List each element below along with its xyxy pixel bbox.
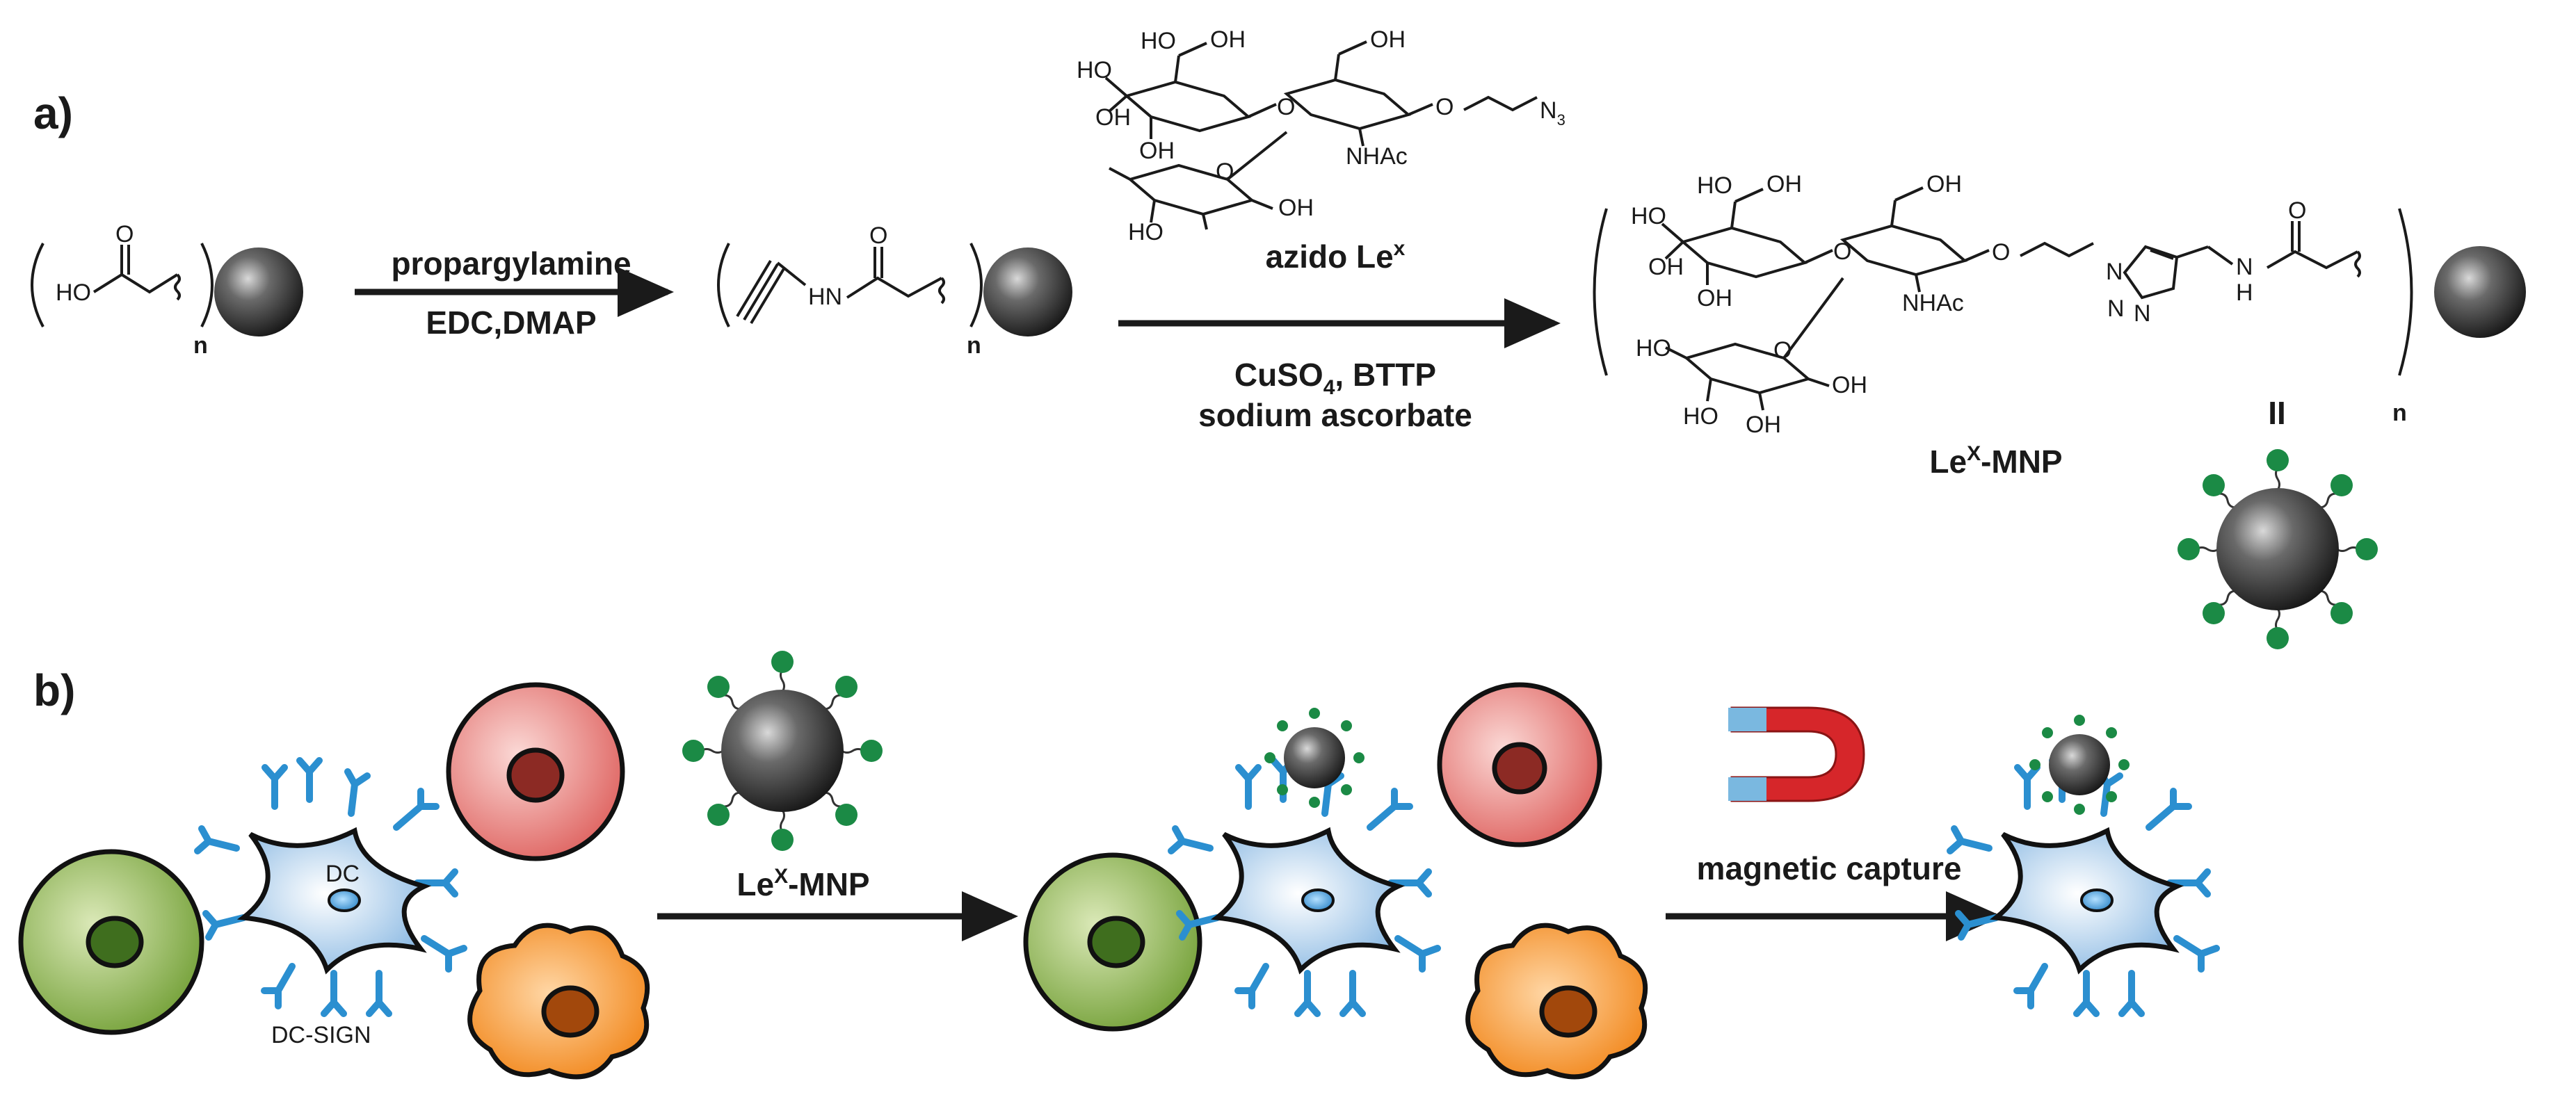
- catalyst-cuso4-bttp: CuSO4, BTTP: [1234, 357, 1436, 399]
- amide-nh-label: HN: [808, 284, 842, 310]
- lex-oh-7: HO: [1128, 219, 1164, 245]
- repeat-n-2: n: [967, 332, 981, 359]
- glyco-nanoparticle-icon: [2029, 715, 2130, 815]
- prod-glyco-o-2: O: [1992, 239, 2010, 266]
- prod-oh-5: OH: [1648, 254, 1684, 280]
- prod-amide-h: H: [2236, 279, 2253, 306]
- lex-glyco-o-1: O: [1277, 94, 1295, 120]
- dc-sign-label: DC-SIGN: [271, 1022, 371, 1048]
- alkyne-carbonyl-o-label: O: [869, 222, 887, 249]
- green-cell-icon: [1023, 852, 1202, 1032]
- equals-sign: II: [2268, 395, 2286, 431]
- lex-oh-6: OH: [1139, 138, 1175, 164]
- lex-oh-8: OH: [1278, 195, 1314, 221]
- magnetic-capture-label: magnetic capture: [1697, 850, 1962, 886]
- prod-nhac: NHAc: [1902, 290, 1964, 316]
- azido-lex-structure: [1104, 40, 1538, 230]
- prod-oh-6: OH: [1697, 285, 1732, 311]
- triazole-n-2: N: [2107, 295, 2125, 322]
- product-structure: [1593, 186, 2413, 411]
- product-name-lex-mnp: LeX-MNP: [1929, 442, 2062, 480]
- orange-cell-icon: [467, 923, 650, 1080]
- panel-label-a: a): [33, 88, 73, 138]
- prod-glyco-o-1: O: [1833, 238, 1851, 265]
- prod-oh-4: HO: [1631, 203, 1666, 229]
- lex-oh-2: OH: [1210, 26, 1246, 53]
- hydroxyl-label: HO: [56, 279, 91, 306]
- prod-oh-3: OH: [1926, 171, 1962, 197]
- prod-amide-o: O: [2288, 197, 2306, 224]
- lex-azide: N3: [1540, 97, 1565, 129]
- reagent-azido-lex: azido Lex: [1266, 237, 1406, 275]
- alkyne-intermediate: [717, 243, 983, 327]
- orange-cell-icon: [1465, 923, 1648, 1080]
- prod-oh-9: HO: [1683, 403, 1718, 430]
- dendritic-cell-icon: [1168, 757, 1441, 1017]
- lex-mnp-step-label: LeX-MNP: [736, 865, 869, 902]
- lex-glyco-o-2: O: [1435, 94, 1454, 120]
- nanoparticle-icon: [214, 247, 303, 336]
- glyco-nanoparticle-icon: [682, 651, 883, 851]
- prod-oh-8: HO: [1636, 335, 1671, 362]
- prod-amide-n: N: [2236, 254, 2253, 280]
- prod-oh-2: OH: [1766, 171, 1802, 197]
- lex-oh-4: HO: [1077, 57, 1112, 83]
- dendritic-cell-icon: [194, 757, 467, 1017]
- nanoparticle-icon: [983, 247, 1072, 336]
- starting-material: [31, 243, 214, 327]
- carbonyl-o-label: O: [115, 221, 134, 247]
- red-cell-icon: [446, 682, 625, 861]
- lex-oh-5: OH: [1095, 104, 1131, 131]
- dc-label: DC: [325, 861, 360, 887]
- glyco-nanoparticle-icon: [1264, 708, 1365, 808]
- lex-nhac: NHAc: [1346, 143, 1408, 170]
- red-cell-icon: [1437, 682, 1602, 847]
- nanoparticle-icon: [2434, 246, 2526, 338]
- prod-glyco-o-3: O: [1773, 337, 1792, 364]
- prod-oh-10: OH: [1746, 412, 1781, 438]
- conditions-edc-dmap: EDC,DMAP: [426, 305, 596, 341]
- green-cell-icon: [18, 849, 204, 1035]
- lex-oh-3: OH: [1370, 26, 1406, 53]
- panel-label-b: b): [33, 665, 75, 715]
- lex-glyco-o-3: O: [1216, 159, 1234, 185]
- horseshoe-magnet-icon: [1728, 706, 1865, 802]
- triazole-n-3: N: [2134, 300, 2151, 327]
- prod-oh-1: HO: [1697, 172, 1732, 199]
- prod-oh-7: OH: [1832, 372, 1867, 398]
- repeat-n-3: n: [2392, 400, 2407, 426]
- sodium-ascorbate: sodium ascorbate: [1198, 397, 1472, 433]
- reagent-propargylamine: propargylamine: [391, 245, 631, 282]
- dendritic-cell-icon: [1947, 757, 2220, 1017]
- glyco-nanoparticle-icon: [2177, 449, 2378, 649]
- lex-oh-1: HO: [1141, 28, 1176, 54]
- triazole-n-1: N: [2106, 259, 2123, 285]
- repeat-n-1: n: [193, 332, 208, 359]
